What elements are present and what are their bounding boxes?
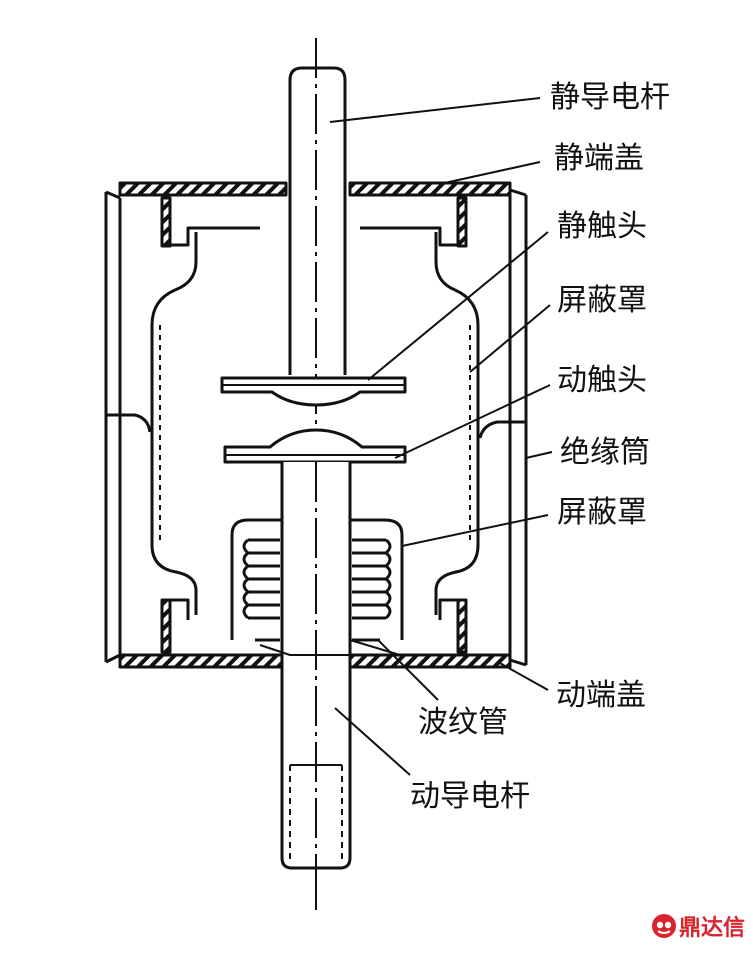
static-end-cover — [118, 181, 512, 197]
leader-shield-upper — [469, 304, 551, 373]
label-static-contact: 静触头 — [557, 209, 647, 244]
label-bellows: 波纹管 — [418, 705, 508, 740]
leader-shield-lower — [401, 514, 549, 547]
watermark-text: 鼎达信 — [678, 916, 745, 941]
main-shield — [150, 232, 480, 615]
leader-lines — [329, 97, 553, 776]
moving-contact — [223, 428, 407, 464]
leader-moving-rod — [334, 707, 411, 776]
label-moving-end-cover: 动端盖 — [556, 678, 646, 713]
label-moving-rod: 动导电杆 — [410, 779, 530, 814]
watermark: 鼎达信 — [651, 910, 745, 942]
upper-flange — [160, 195, 468, 248]
leader-static-end-cover — [439, 161, 541, 185]
shield-support-right — [478, 420, 526, 439]
label-shield-lower: 屏蔽罩 — [557, 495, 647, 530]
lower-flange — [160, 598, 468, 655]
shield-support-left — [106, 413, 152, 433]
label-moving-contact: 动触头 — [557, 363, 647, 398]
leader-moving-contact — [394, 384, 551, 459]
leader-static-contact — [367, 231, 549, 381]
leader-bellows — [377, 639, 439, 701]
leader-static-rod — [329, 97, 541, 123]
leader-moving-end-cover — [497, 661, 549, 691]
bellows — [242, 538, 401, 656]
label-static-rod: 静导电杆 — [550, 80, 670, 115]
static-contact — [220, 376, 407, 407]
label-static-end-cover: 静端盖 — [554, 141, 644, 176]
insulating-tube — [104, 188, 528, 667]
label-shield-upper: 屏蔽罩 — [557, 283, 647, 318]
watermark-logo-icon — [651, 914, 676, 938]
labels: 静导电杆 静端盖 静触头 屏蔽罩 动触头 绝缘筒 屏蔽罩 波纹管 动端盖 动导电… — [410, 80, 670, 814]
static-conductive-rod — [288, 38, 347, 375]
moving-conductive-rod — [280, 462, 352, 910]
label-insulating-tube: 绝缘筒 — [560, 435, 650, 470]
leader-insulating-tube — [525, 451, 553, 459]
